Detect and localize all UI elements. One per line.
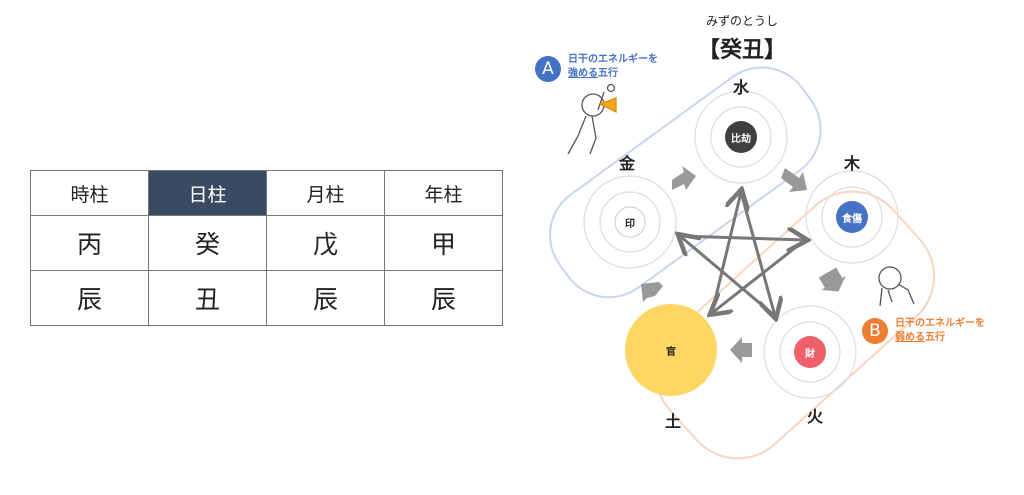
badge-a: A	[535, 56, 561, 82]
note-a-line1: 日干のエネルギーを	[568, 54, 658, 65]
header-month: 月柱	[266, 170, 385, 216]
fire-core	[794, 336, 826, 368]
water-core	[725, 121, 757, 153]
strengthen-group-outline	[548, 66, 822, 299]
header-day: 日柱	[148, 170, 267, 216]
cell: 戊	[266, 215, 385, 271]
note-b-line1: 日干のエネルギーを	[895, 318, 985, 329]
cell: 辰	[30, 270, 149, 326]
note-a: 日干のエネルギーを 強める五行	[568, 53, 658, 81]
table-row: 丙 癸 戊 甲	[30, 215, 503, 271]
header-row: 時柱 日柱 月柱 年柱	[30, 170, 503, 216]
note-b-line2: 五行	[925, 332, 945, 343]
label-earth: 土	[665, 412, 682, 431]
note-a-emphasis: 強める	[568, 68, 598, 79]
control-star	[680, 192, 805, 316]
cycle-arrows	[641, 166, 846, 363]
core-earth: 官	[666, 347, 676, 358]
wood-core	[836, 201, 868, 233]
pillars-table: 時柱 日柱 月柱 年柱 丙 癸 戊 甲 辰 丑 辰 辰	[30, 170, 503, 326]
earth-circle	[625, 304, 717, 396]
cell: 丙	[30, 215, 149, 271]
crawling-figure-icon	[878, 266, 915, 307]
metal-core	[614, 206, 646, 238]
note-b: 日干のエネルギーを 弱める五行	[895, 317, 985, 345]
badge-b: B	[862, 318, 888, 344]
reading-text: みずのとうし	[705, 14, 778, 28]
note-a-line2: 五行	[598, 68, 618, 79]
cell: 癸	[148, 215, 267, 271]
cheering-figure-icon	[567, 83, 617, 155]
core-wood: 食傷	[842, 214, 862, 225]
core-water: 比劫	[731, 134, 751, 145]
table-row: 辰 丑 辰 辰	[30, 270, 503, 326]
note-b-emphasis: 弱める	[895, 332, 925, 343]
label-metal: 金	[619, 154, 636, 173]
header-hour: 時柱	[30, 170, 149, 216]
cell: 辰	[384, 270, 503, 326]
cell: 丑	[148, 270, 267, 326]
cell: 甲	[384, 215, 503, 271]
cell: 辰	[266, 270, 385, 326]
label-fire: 火	[807, 407, 824, 426]
label-water: 水	[733, 78, 750, 97]
diagram-title: 【癸丑】	[697, 37, 786, 63]
label-wood: 木	[844, 154, 861, 173]
core-metal: 印	[625, 219, 635, 230]
core-fire: 財	[805, 349, 815, 360]
